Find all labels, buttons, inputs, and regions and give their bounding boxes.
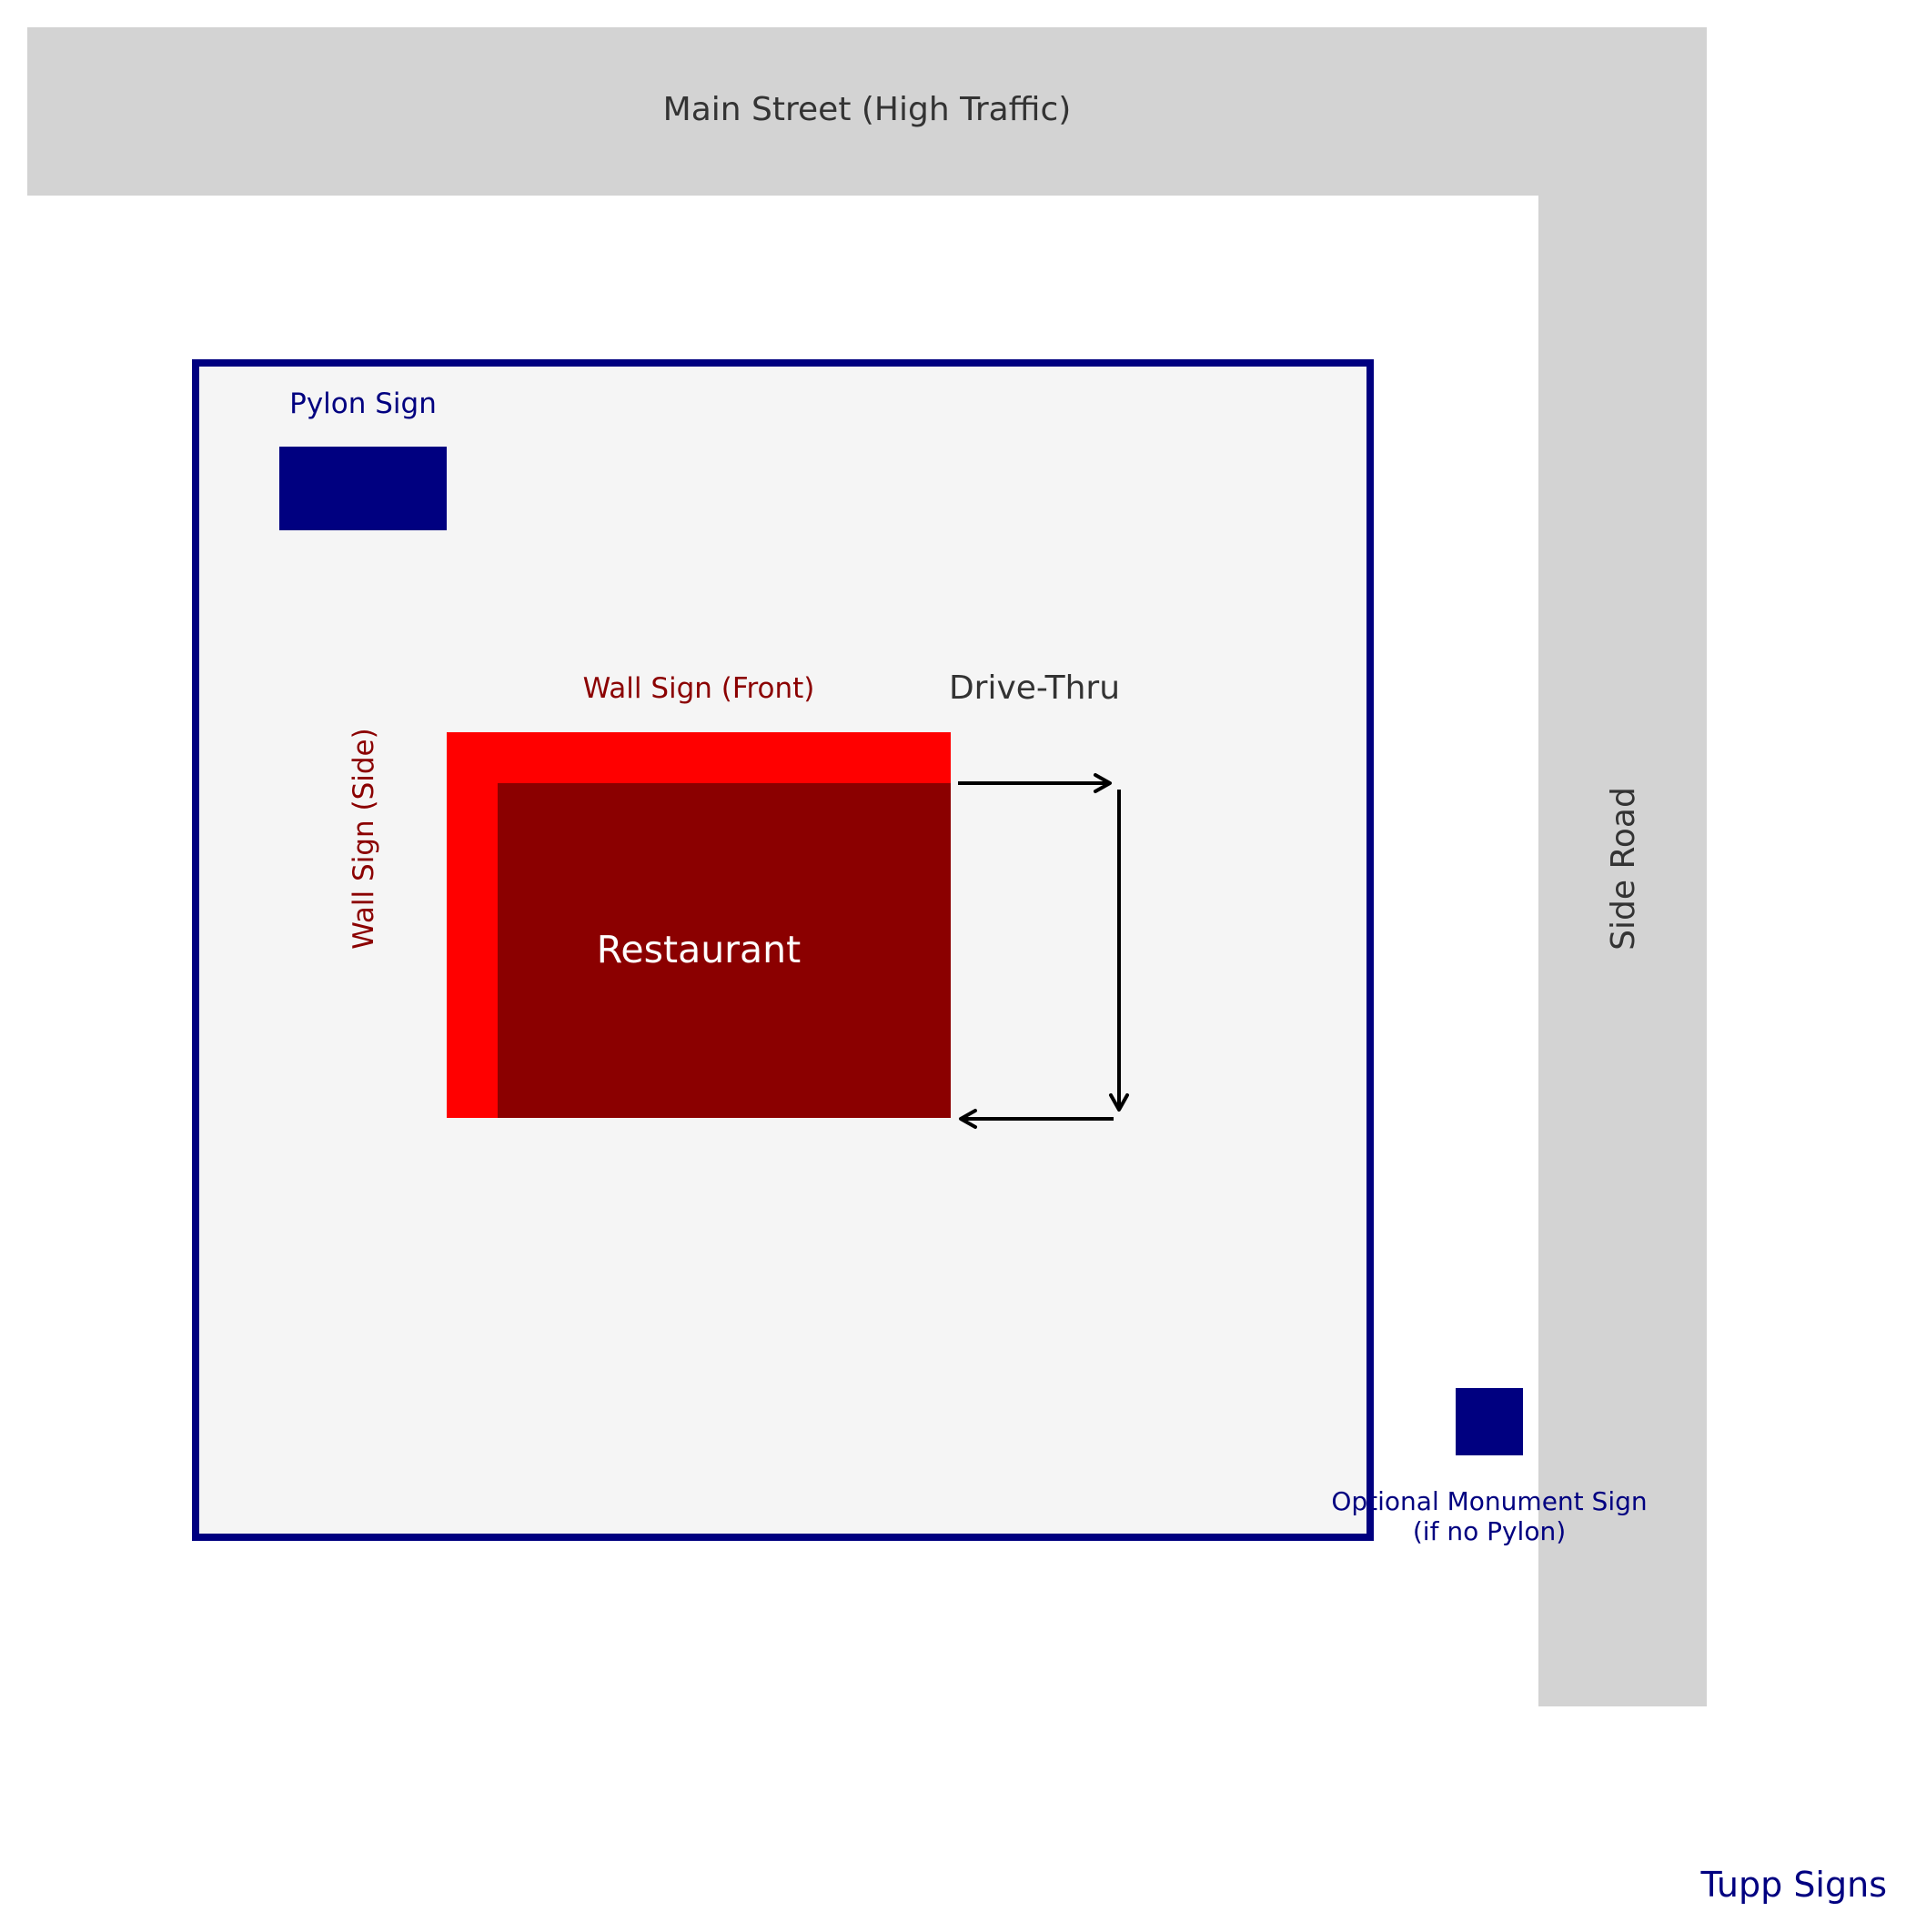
side-road — [1538, 196, 1707, 1706]
restaurant-label: Restaurant — [597, 928, 801, 971]
main-street-label: Main Street (High Traffic) — [663, 91, 1072, 128]
drive-thru-arrow-down — [1109, 790, 1129, 1112]
wall-sign-front — [447, 732, 951, 783]
restaurant-building — [498, 783, 951, 1118]
drive-thru-label: Drive-Thru — [949, 669, 1120, 707]
tupp-signs-watermark: Tupp Signs — [1699, 1865, 1887, 1905]
wall-sign-side-label: Wall Sign (Side) — [348, 728, 380, 949]
pylon-sign-label: Pylon Sign — [289, 387, 437, 420]
monument-sign-label-line1: Optional Monument Sign — [1331, 1486, 1647, 1516]
drive-thru-arrow-right — [958, 773, 1112, 793]
main-street-road — [27, 27, 1707, 196]
drive-thru-arrow-left — [959, 1109, 1114, 1129]
wall-sign-side — [447, 732, 498, 1118]
monument-sign — [1456, 1388, 1523, 1455]
side-road-label: Side Road — [1605, 787, 1642, 951]
property-lot — [192, 359, 1374, 1541]
wall-sign-front-label: Wall Sign (Front) — [583, 672, 815, 705]
pylon-sign — [279, 447, 447, 530]
monument-sign-label-line2: (if no Pylon) — [1413, 1516, 1566, 1546]
